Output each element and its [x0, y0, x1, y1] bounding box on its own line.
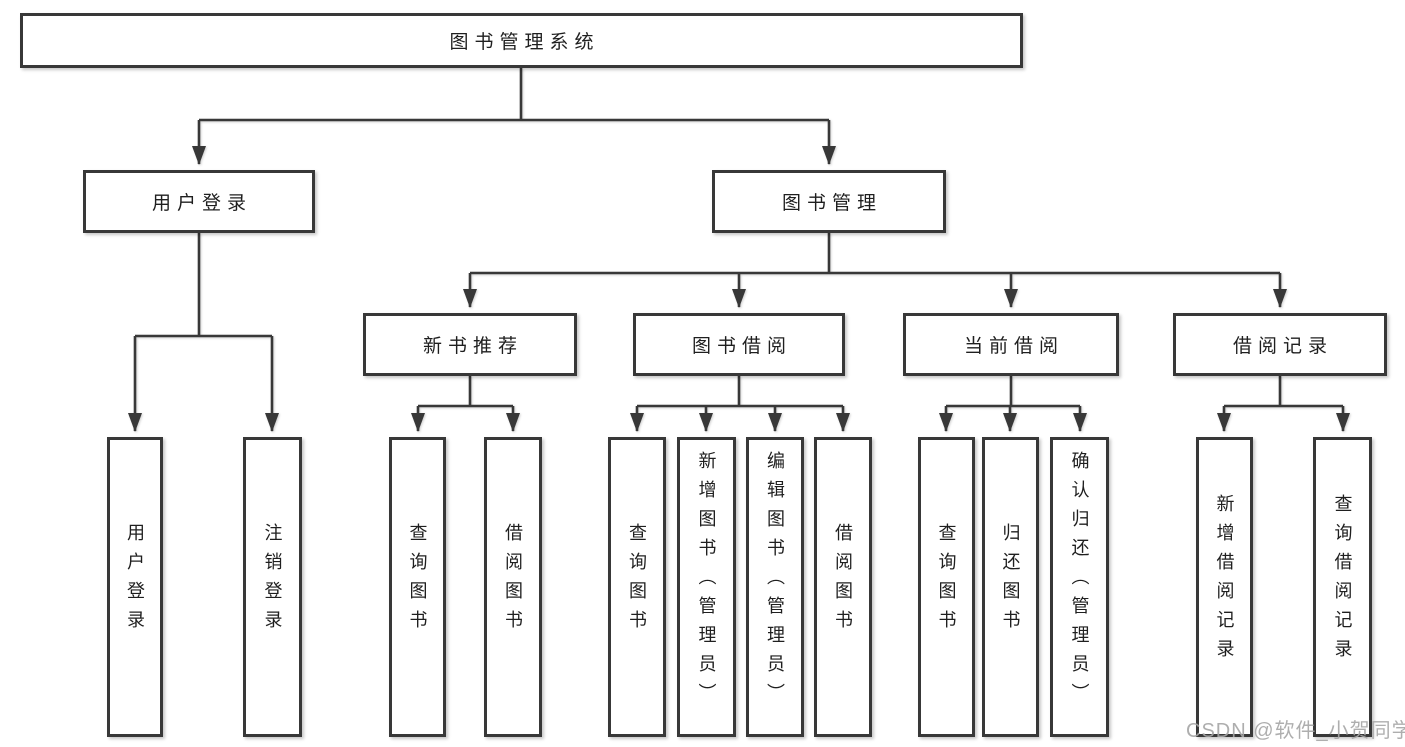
leaf-borrow-books-1: 借阅图书	[484, 437, 542, 737]
node-label: 查询借阅记录	[1332, 494, 1353, 668]
node-label: 借阅图书	[833, 523, 853, 639]
node-new-book-recommend: 新书推荐	[363, 313, 577, 376]
node-label: 图书管理系统	[449, 32, 600, 53]
node-book-management: 图书管理	[712, 170, 946, 233]
leaf-return-books: 归还图书	[982, 437, 1039, 737]
node-label: 用户登录	[125, 523, 145, 639]
node-label: 图书借阅	[691, 336, 792, 357]
node-label: 注销登录	[262, 523, 283, 639]
node-label: 确认归还（管理员）	[1069, 450, 1090, 712]
node-label: 编辑图书（管理员）	[765, 450, 785, 712]
node-label: 借阅记录	[1232, 336, 1333, 357]
node-user-login: 用户登录	[83, 170, 315, 233]
node-borrowing-records: 借阅记录	[1173, 313, 1387, 376]
node-label: 当前借阅	[963, 336, 1064, 357]
leaf-confirm-return-admin: 确认归还（管理员）	[1050, 437, 1109, 737]
node-label: 查询图书	[627, 523, 647, 639]
node-label: 归还图书	[1000, 523, 1021, 639]
node-current-borrowing: 当前借阅	[903, 313, 1119, 376]
leaf-borrow-books-2: 借阅图书	[814, 437, 872, 737]
node-library-management-system: 图书管理系统	[20, 13, 1023, 68]
node-label: 用户登录	[151, 193, 252, 214]
leaf-query-borrow-record: 查询借阅记录	[1313, 437, 1372, 737]
node-label: 新书推荐	[422, 336, 523, 357]
leaf-logout: 注销登录	[243, 437, 302, 737]
leaf-edit-books-admin: 编辑图书（管理员）	[746, 437, 804, 737]
node-label: 图书管理	[781, 193, 882, 214]
node-label: 新增图书（管理员）	[696, 450, 717, 712]
node-label: 借阅图书	[503, 523, 523, 639]
csdn-watermark: CSDN @软件_小贺同学	[1186, 720, 1405, 742]
leaf-query-books-2: 查询图书	[608, 437, 666, 737]
node-label: 查询图书	[407, 523, 428, 639]
leaf-query-books-3: 查询图书	[918, 437, 975, 737]
node-label: 查询图书	[936, 523, 957, 639]
leaf-query-books-1: 查询图书	[389, 437, 446, 737]
leaf-user-login: 用户登录	[107, 437, 163, 737]
node-book-borrowing: 图书借阅	[633, 313, 845, 376]
leaf-add-borrow-record: 新增借阅记录	[1196, 437, 1253, 737]
node-label: 新增借阅记录	[1214, 494, 1235, 668]
leaf-add-books-admin: 新增图书（管理员）	[677, 437, 736, 737]
